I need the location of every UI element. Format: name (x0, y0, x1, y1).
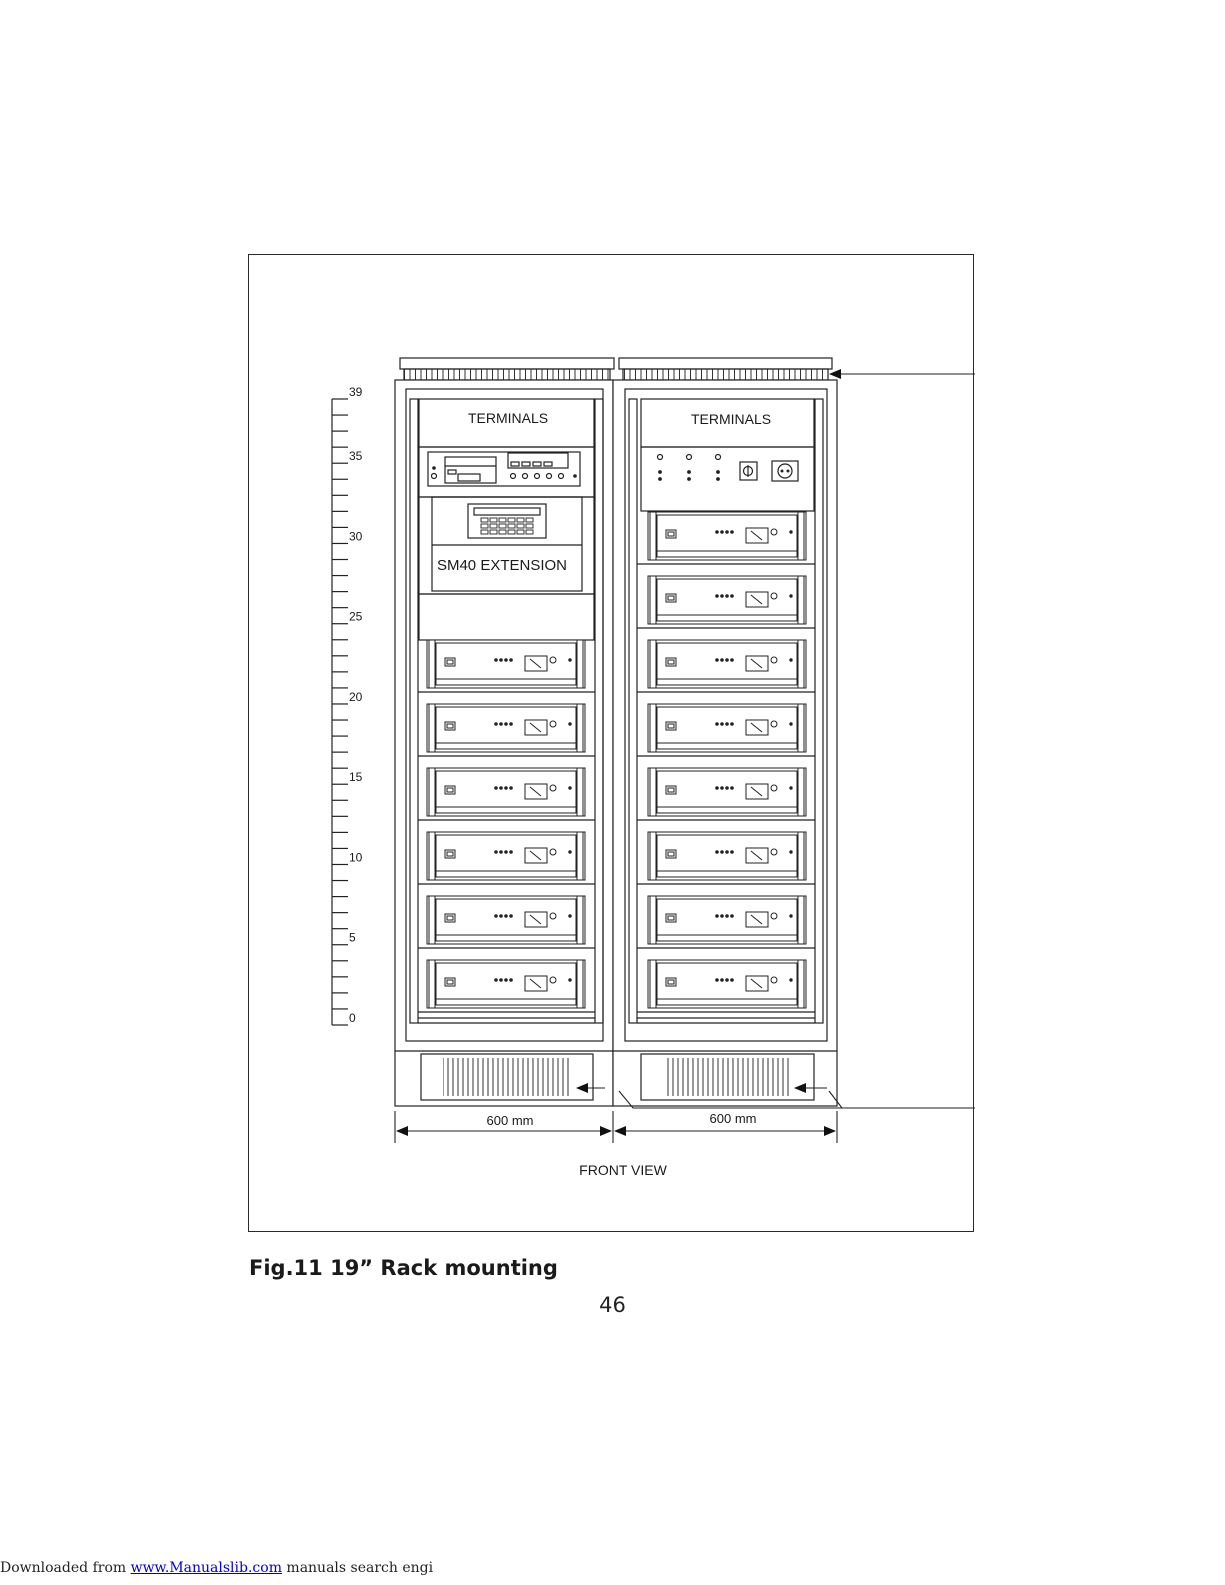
height-scale: 39 35 30 25 20 15 10 5 0 (332, 385, 363, 1025)
width-dimensions (395, 1111, 837, 1143)
sm40-extension-label: SM40 EXTENSION (437, 557, 567, 574)
scale-label: 35 (349, 449, 363, 463)
scale-label: 15 (349, 770, 363, 784)
scale-label: 25 (349, 610, 363, 624)
scale-label: 5 (349, 931, 356, 945)
left-terminals-label: TERMINALS (468, 410, 548, 426)
right-width-label: 600 mm (710, 1111, 757, 1126)
right-terminals-label: TERMINALS (691, 411, 771, 427)
manualslib-link[interactable]: www.Manualslib.com (131, 1560, 282, 1576)
scale-label: 30 (349, 529, 363, 543)
scale-label: 39 (349, 385, 363, 399)
footer: Downloaded from www.Manualslib.com manua… (0, 1560, 433, 1576)
rack-diagram: 39 35 30 25 20 15 10 5 0 (249, 255, 975, 1233)
figure-caption: Fig.11 19” Rack mounting (249, 1256, 558, 1280)
figure-frame: 39 35 30 25 20 15 10 5 0 (248, 254, 974, 1232)
footer-suffix: manuals search engi (282, 1560, 433, 1576)
scale-label: 10 (349, 850, 363, 864)
left-width-label: 600 mm (487, 1113, 534, 1128)
footer-prefix: Downloaded from (0, 1560, 131, 1576)
scale-label: 20 (349, 690, 363, 704)
front-view-label: FRONT VIEW (579, 1162, 667, 1178)
page-number: 46 (0, 1293, 1225, 1317)
scale-label: 0 (349, 1011, 356, 1025)
